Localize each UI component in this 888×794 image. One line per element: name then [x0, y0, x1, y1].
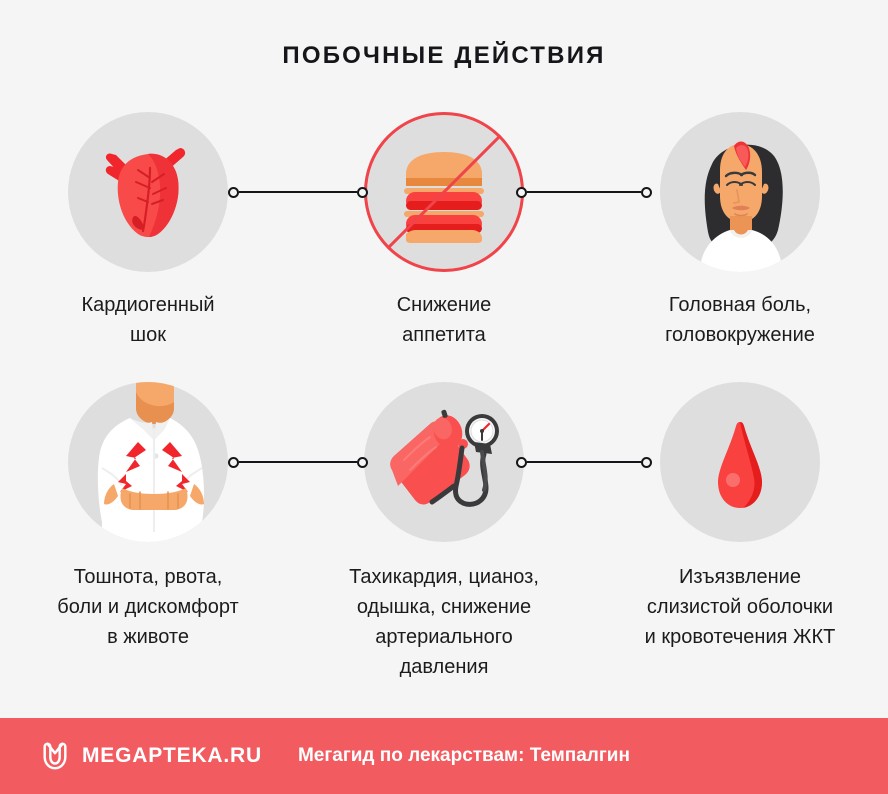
blood-pressure-monitor-icon [390, 409, 499, 507]
anatomical-heart-icon [105, 148, 186, 237]
stomach-pain-person-icon [97, 382, 205, 542]
connector-row1-2 [516, 184, 652, 200]
footer-brand-text: MEGAPTEKA.RU [82, 744, 262, 767]
footer-bar: MEGAPTEKA.RU Мегагид по лекарствам: Темп… [0, 718, 888, 794]
connector-dot-icon [516, 186, 527, 198]
icon-bubble [660, 112, 820, 272]
page-title: ПОБОЧНЫЕ ДЕЙСТВИЯ [282, 42, 606, 69]
caption-tachycardia: Тахикардия, цианоз, одышка, снижение арт… [349, 566, 539, 678]
caption-appetite-loss: Снижение аппетита [396, 294, 492, 346]
caption-row-2: Тошнота, рвота, боли и дискомфорт в живо… [0, 562, 888, 682]
connector-line [527, 190, 641, 194]
connector-dot-icon [641, 186, 652, 198]
connector-dot-icon [228, 456, 239, 468]
icon-row-2-cells [0, 382, 888, 542]
burger-no-appetite-icon [404, 152, 484, 243]
icon-bubble-wrap [364, 112, 524, 272]
connector-row1-1 [228, 184, 368, 200]
icon-bubble-wrap [68, 382, 228, 542]
icon-bubble-wrap [68, 112, 228, 272]
connector-line [239, 460, 357, 464]
connector-dot-icon [516, 456, 527, 468]
side-effect-item-headache [592, 112, 888, 272]
connector-line [527, 460, 641, 464]
connector-dot-icon [357, 186, 368, 198]
side-effect-item-appetite-loss [296, 112, 592, 272]
side-effect-item-cardiogenic-shock [0, 112, 296, 272]
icon-bubble [364, 112, 524, 272]
icon-bubble [68, 382, 228, 542]
icon-bubble [68, 112, 228, 272]
icon-bubble [364, 382, 524, 542]
caption-cardiogenic-shock: Кардиогенный шок [81, 294, 215, 346]
side-effect-item-tachycardia [296, 382, 592, 542]
side-effect-item-nausea [0, 382, 296, 542]
blood-drop-icon [718, 422, 762, 508]
icon-row-2 [0, 382, 888, 542]
caption-row-1: Кардиогенный шок Снижение аппетита Голов… [0, 290, 888, 350]
icon-bubble-wrap [660, 382, 820, 542]
icon-bubble-wrap [660, 112, 820, 272]
caption-gi-bleeding: Изъязвление слизистой оболочки и кровоте… [644, 566, 836, 648]
icon-bubble-wrap [364, 382, 524, 542]
caption-nausea: Тошнота, рвота, боли и дискомфорт в живо… [57, 566, 239, 648]
caption-headache: Головная боль, головокружение [665, 294, 815, 346]
footer-tagline-text: Мегагид по лекарствам: Темпалгин [297, 745, 630, 766]
side-effect-item-gi-bleeding [592, 382, 888, 542]
connector-row2-2 [516, 454, 652, 470]
icon-row-1-cells [0, 112, 888, 272]
headache-woman-icon [700, 141, 783, 272]
icon-bubble [660, 382, 820, 542]
connector-dot-icon [228, 186, 239, 198]
connector-dot-icon [357, 456, 368, 468]
icon-row-1 [0, 112, 888, 272]
connector-dot-icon [641, 456, 652, 468]
megapteka-m-logo [43, 742, 67, 770]
connector-row2-1 [228, 454, 368, 470]
connector-line [239, 190, 357, 194]
